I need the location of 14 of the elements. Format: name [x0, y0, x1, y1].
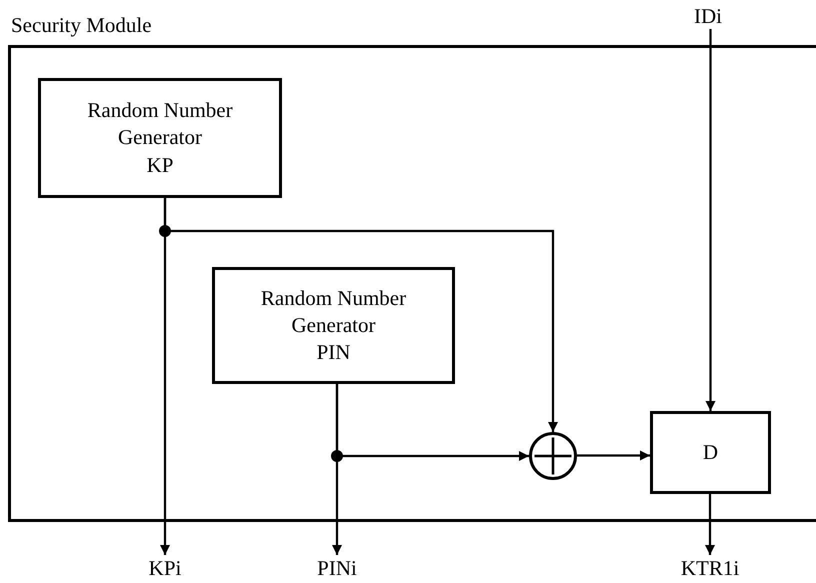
signal-label: IDi: [683, 3, 733, 29]
arrow: [577, 450, 650, 460]
signal-label: KPi: [135, 555, 195, 581]
arrow: [336, 384, 529, 461]
arrow: [706, 29, 716, 411]
process-box: D: [650, 411, 771, 494]
process-box: Random Number Generator PIN: [212, 267, 455, 384]
arrow: [164, 198, 558, 432]
arrow: [705, 494, 715, 555]
signal-label: KTR1i: [672, 555, 748, 581]
signal-label: PINi: [307, 555, 367, 581]
xor-symbol: [529, 432, 577, 480]
module-heading: Security Module: [11, 13, 152, 38]
process-box: Random Number Generator KP: [38, 78, 282, 198]
